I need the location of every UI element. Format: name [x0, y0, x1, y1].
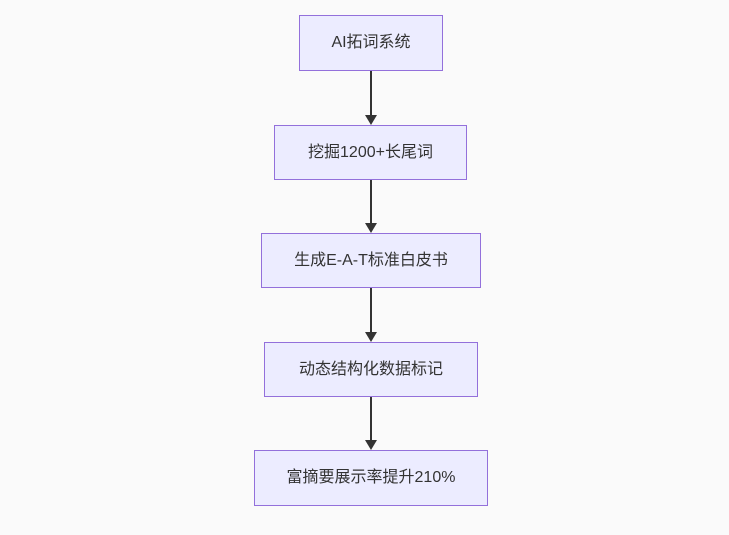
- arrowhead-down-icon: [365, 440, 377, 450]
- node-label: 富摘要展示率提升210%: [286, 469, 456, 486]
- arrowhead-down-icon: [365, 332, 377, 342]
- node-label: 动态结构化数据标记: [298, 360, 443, 378]
- flowchart-node-3: 生成E-A-T标准白皮书: [261, 233, 481, 288]
- node-label: 生成E-A-T标准白皮书: [294, 251, 448, 269]
- edge-line: [370, 397, 372, 442]
- node-label: 挖掘1200+长尾词: [308, 143, 433, 161]
- arrowhead-down-icon: [365, 223, 377, 233]
- edge-line: [370, 180, 372, 225]
- arrowhead-down-icon: [365, 115, 377, 125]
- edge-line: [370, 288, 372, 334]
- flowchart-node-4: 动态结构化数据标记: [264, 342, 478, 397]
- edge-line: [370, 71, 372, 117]
- flowchart-node-2: 挖掘1200+长尾词: [274, 125, 467, 180]
- flowchart-node-1: AI拓词系统: [299, 15, 443, 71]
- flowchart-node-5: 富摘要展示率提升210%: [254, 450, 488, 506]
- node-label: AI拓词系统: [331, 34, 411, 51]
